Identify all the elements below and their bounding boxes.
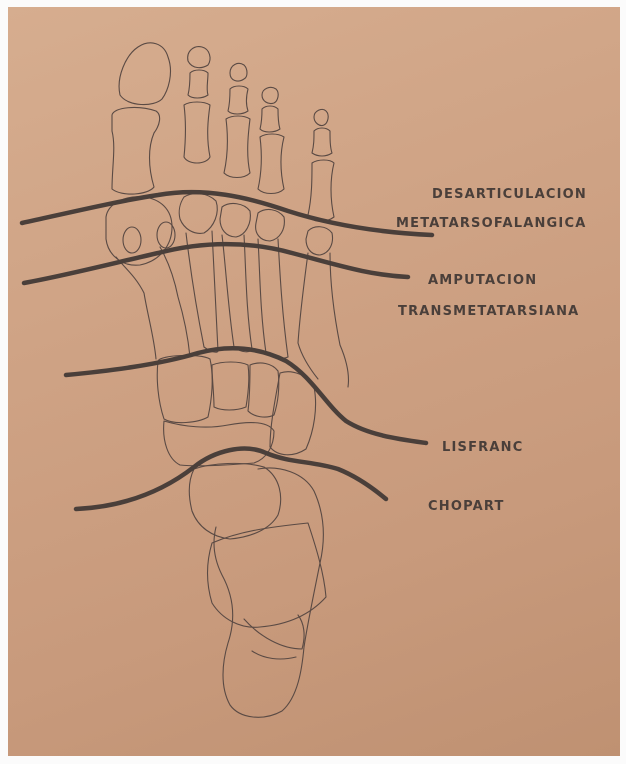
label-amputacion-line2: TRANSMETATARSIANA: [398, 304, 579, 319]
chopart-cut-line: [76, 449, 386, 509]
toe5-proximal-phalanx: [308, 160, 334, 221]
anatomy-plate: DESARTICULACION METATARSOFALANGICA AMPUT…: [8, 7, 620, 756]
toe3-proximal-phalanx: [224, 116, 250, 178]
label-amputacion-line1: AMPUTACION: [428, 273, 537, 288]
metatarsal3-head: [220, 204, 250, 237]
label-desarticulacion-line1: DESARTICULACION: [432, 187, 587, 202]
sustentaculum-tali: [244, 615, 304, 649]
metatarsal2-shaft: [186, 231, 218, 351]
toe4-middle-phalanx: [260, 106, 280, 132]
cuboid: [270, 372, 316, 455]
lisfranc-cut-line: [66, 348, 426, 443]
desarticulacion-cut-line: [22, 192, 432, 235]
toe4-distal-phalanx: [262, 87, 278, 103]
foot-skeleton-diagram: [8, 7, 620, 756]
toe2-middle-phalanx: [188, 70, 208, 98]
metatarsal2-head: [179, 194, 217, 234]
toe3-distal-phalanx: [230, 63, 247, 81]
metatarsal4-head: [256, 210, 285, 241]
intermediate-cuneiform: [212, 362, 249, 410]
tarsals-group: [157, 355, 326, 717]
navicular: [164, 421, 274, 466]
metatarsal5-head: [306, 227, 333, 255]
toe5-distal-phalanx: [314, 109, 328, 125]
calcaneus: [214, 468, 323, 717]
label-lisfranc: LISFRANC: [442, 440, 523, 455]
label-desarticulacion-line2: METATARSOFALANGICA: [396, 216, 586, 231]
toe4-proximal-phalanx: [258, 134, 284, 194]
lateral-cuneiform: [248, 363, 279, 417]
sesamoid-medial: [123, 227, 141, 253]
toe3-middle-phalanx: [228, 86, 248, 114]
hallux-proximal-phalanx: [112, 108, 160, 195]
label-chopart: CHOPART: [428, 499, 505, 514]
amputacion-cut-line: [24, 244, 408, 283]
metatarsal5-shaft: [298, 253, 349, 387]
metatarsal3-shaft: [222, 235, 252, 349]
hallux-distal-phalanx: [119, 43, 170, 105]
medial-cuneiform: [157, 355, 212, 422]
toe5-middle-phalanx: [312, 128, 332, 156]
calcaneal-tuberosity: [252, 651, 296, 659]
metatarsal4-shaft: [258, 239, 288, 357]
toe2-proximal-phalanx: [184, 102, 210, 163]
toe2-distal-phalanx: [188, 47, 210, 68]
